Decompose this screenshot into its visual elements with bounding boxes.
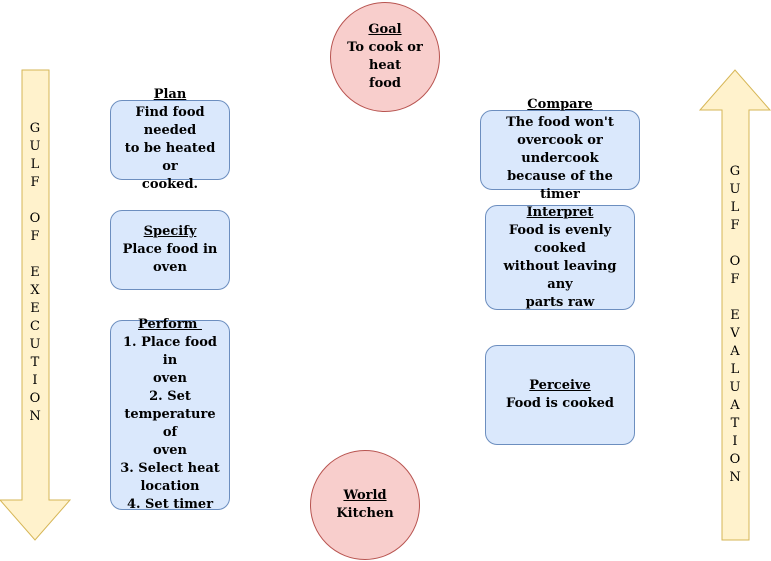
- text-line: overcook or undercook: [517, 133, 603, 166]
- text-line: Place food in: [122, 242, 218, 257]
- text-line: Find food needed: [135, 105, 205, 138]
- gulf-of-evaluation-arrow: [698, 69, 771, 541]
- text-line: Kitchen: [336, 506, 394, 521]
- text-line: Food is evenly cooked: [508, 222, 612, 256]
- vertical-letter: F: [730, 272, 740, 287]
- vertical-letter: [733, 235, 737, 253]
- vertical-letter: C: [30, 319, 40, 334]
- vertical-letter: V: [730, 326, 740, 341]
- perceive-title: Perceive: [529, 378, 591, 393]
- vertical-letter: E: [30, 301, 40, 316]
- text-line: cooked.: [141, 177, 199, 192]
- vertical-letter: E: [30, 265, 40, 280]
- text-line: temperature of: [124, 407, 216, 440]
- world-text: Kitchen: [336, 505, 393, 523]
- vertical-letter: E: [730, 308, 740, 323]
- vertical-letter: F: [30, 229, 40, 244]
- text-line: 2. Set: [149, 389, 191, 404]
- text-line: without leaving any: [503, 258, 617, 292]
- vertical-letter: X: [30, 283, 40, 298]
- vertical-letter: I: [732, 434, 738, 449]
- perceive-text: Food is cooked: [506, 395, 614, 413]
- text-line: oven: [153, 371, 187, 386]
- vertical-letter: G: [729, 164, 741, 179]
- vertical-letter: [33, 246, 37, 264]
- plan-title: Plan: [153, 87, 187, 102]
- world-circle: World Kitchen: [310, 450, 420, 560]
- vertical-letter: A: [730, 398, 740, 413]
- vertical-letter: U: [29, 139, 41, 154]
- text-line: To cook or heat: [347, 40, 423, 73]
- vertical-letter: O: [29, 391, 41, 406]
- specify-text: Place food in oven: [123, 241, 218, 277]
- vertical-letter: T: [730, 416, 740, 431]
- text-line: 4. Set timer: [126, 497, 214, 512]
- vertical-letter: G: [29, 121, 41, 136]
- text-line: 1. Place food in: [123, 335, 217, 368]
- compare-box: Compare The food won't overcook or underc…: [480, 97, 640, 202]
- gulf-of-execution-arrow: [0, 69, 72, 541]
- goal-text: To cook or heat food: [331, 39, 439, 93]
- perform-title: Perform: [138, 317, 202, 332]
- specify-box: Specify Place food in oven: [110, 210, 230, 290]
- vertical-letter: N: [29, 409, 41, 424]
- goal-title: Goal: [368, 22, 402, 37]
- world-title: World: [343, 488, 387, 503]
- text-line: The food won't: [506, 115, 614, 130]
- vertical-letter: U: [29, 337, 41, 352]
- text-line: parts raw: [525, 294, 595, 310]
- text-line: oven: [153, 260, 187, 275]
- perform-text: 1. Place food in oven 2. Set temperature of…: [115, 334, 225, 514]
- vertical-letter: F: [730, 218, 740, 233]
- text-line: oven: [153, 443, 187, 458]
- compare-title: Compare: [527, 97, 593, 112]
- text-line: Food is cooked: [506, 396, 614, 411]
- interpret-title: Interpret: [526, 204, 594, 220]
- vertical-letter: O: [729, 452, 741, 467]
- perform-box: Perform 1. Place food in oven 2. Set temper…: [110, 317, 230, 512]
- text-line: because of the timer: [507, 169, 613, 202]
- vertical-letter: O: [729, 254, 741, 269]
- text-line: location: [140, 479, 200, 494]
- vertical-letter: L: [30, 157, 40, 172]
- vertical-letter: U: [729, 380, 741, 395]
- text-line: 3. Select heat: [120, 461, 220, 476]
- vertical-letter: L: [730, 362, 740, 377]
- text-line: to be heated or: [124, 141, 216, 174]
- vertical-letter: T: [30, 355, 40, 370]
- vertical-letter: A: [730, 344, 740, 359]
- vertical-letter: L: [730, 200, 740, 215]
- perceive-box: Perceive Food is cooked: [485, 345, 635, 445]
- vertical-letter: O: [29, 211, 41, 226]
- vertical-letter: [733, 289, 737, 307]
- vertical-letter: N: [729, 470, 741, 485]
- text-line: food: [368, 76, 402, 91]
- vertical-letter: F: [30, 175, 40, 190]
- specify-title: Specify: [143, 224, 197, 239]
- goal-circle: Goal To cook or heat food: [330, 2, 440, 112]
- vertical-letter: [33, 192, 37, 210]
- vertical-letter: I: [32, 373, 38, 388]
- vertical-letter: U: [729, 182, 741, 197]
